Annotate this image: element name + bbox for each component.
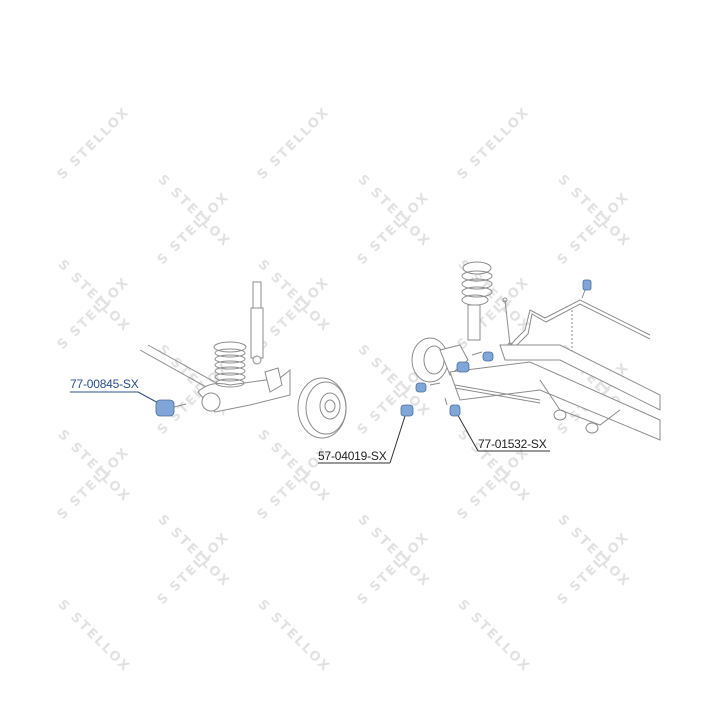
part-number-label[interactable]: 77-00845-SX (70, 377, 139, 391)
part-number-label[interactable]: 77-01532-SX (478, 437, 547, 451)
rear-axle-assembly (139, 281, 347, 439)
bushing-77-01532 (449, 404, 461, 417)
brake-drum-icon (297, 377, 347, 439)
bushing-77-00845 (155, 399, 175, 417)
bushing-57-04019 (400, 404, 414, 417)
rear-shock-icon (250, 281, 264, 365)
part-number-label[interactable]: 57-04019-SX (318, 449, 387, 463)
leader-lines (70, 391, 550, 464)
front-suspension-assembly (411, 261, 661, 441)
front-strut-icon (461, 261, 493, 341)
rear-spring-icon (213, 341, 247, 388)
